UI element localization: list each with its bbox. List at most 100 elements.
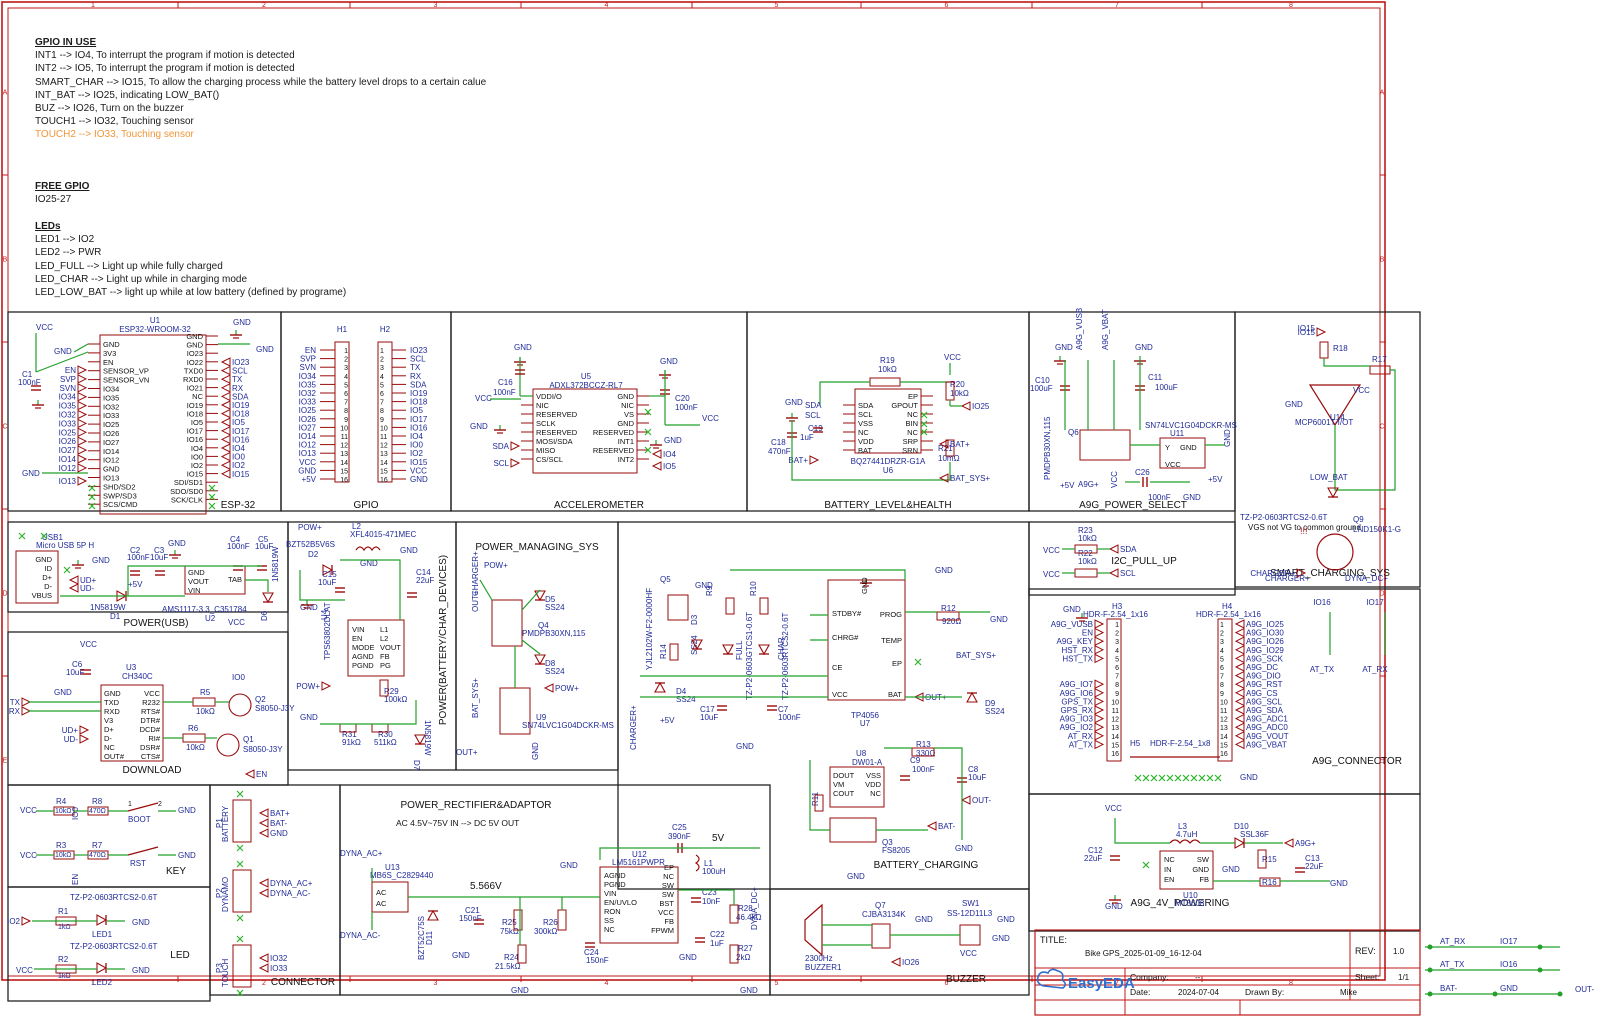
- diode: [1234, 837, 1246, 849]
- junction: [1557, 991, 1563, 997]
- net-label: A9G_IO6: [1060, 689, 1094, 698]
- part-label: SS24: [985, 707, 1005, 716]
- diode-body: [262, 592, 274, 604]
- wire: [1114, 818, 1170, 844]
- net-flag: [809, 455, 820, 465]
- resistor-r15: [1257, 849, 1267, 869]
- ref-label: R31: [342, 730, 357, 739]
- pin-number: 13: [340, 451, 348, 458]
- net-label: A9G_ADC0: [1246, 723, 1288, 732]
- resistor-r26: [557, 909, 567, 931]
- value-label: 10nF: [702, 897, 720, 906]
- pin-name: INT1: [618, 437, 634, 446]
- pin-name: NC: [104, 743, 115, 752]
- net-label: IO13: [59, 477, 77, 486]
- net-label: VCC: [1043, 546, 1060, 555]
- net-label: VCC: [702, 414, 719, 423]
- net-label: GND: [178, 806, 196, 815]
- net-label: GND: [178, 851, 196, 860]
- pin-number: 3: [1115, 639, 1119, 646]
- pin-number: 11: [341, 434, 348, 441]
- grid-row-label: B: [1380, 257, 1385, 264]
- net-flag: [1234, 687, 1245, 698]
- net-label: A9G_VBAT: [1101, 309, 1110, 350]
- pin-name: RXD0: [183, 375, 203, 384]
- esp32-module: U1ESP32-WROOM-32GND3V3ENSENSOR_VPSENSOR_…: [18, 316, 274, 515]
- part-label: SN74LVC1G04DCKR-MS: [1145, 421, 1237, 430]
- resistor-r19: [869, 377, 901, 387]
- grid-col-label: 8: [1289, 980, 1293, 987]
- ref-label: Q1: [243, 735, 254, 744]
- gpio-line: TOUCH1 --> IO32, Touching sensor: [35, 116, 194, 128]
- net-label: GND: [132, 918, 150, 927]
- net-label: A9G_CS: [1246, 689, 1278, 698]
- ref-label: L2: [352, 522, 361, 531]
- ref-label: BOOT: [128, 815, 151, 824]
- company-value: --: [1195, 973, 1201, 982]
- resistor-r11: [814, 794, 824, 812]
- net-flag: [77, 454, 88, 464]
- net-flag: [77, 409, 88, 420]
- pin-number: 6: [344, 391, 348, 398]
- value-label: 10uF: [150, 553, 168, 562]
- net-flag: [1234, 739, 1245, 750]
- pin-name: VOUT: [380, 643, 401, 652]
- pin-name: DOUT: [833, 771, 855, 780]
- net-label: RX: [9, 707, 21, 716]
- grid-col-label: 1: [91, 980, 95, 987]
- pin-name: SCK/CLK: [171, 495, 203, 504]
- pin-name: VSS: [866, 771, 881, 780]
- ref-label: RST: [130, 859, 146, 868]
- ref-label: U5: [581, 372, 592, 381]
- inductor-l2: [355, 546, 381, 552]
- rectifier-subtitle: AC 4.5V~75V IN --> DC 5V OUT: [396, 818, 519, 828]
- pin-number: 3: [1220, 639, 1224, 646]
- value-label: 10uF: [968, 773, 986, 782]
- net-label: POW+: [298, 523, 322, 532]
- net-flag: [1094, 619, 1105, 629]
- net-flag: [1094, 679, 1105, 690]
- value-label: 1uF: [710, 939, 724, 948]
- grid-col-label: 2: [262, 980, 266, 987]
- pin-name: STDBY#: [832, 609, 862, 618]
- pin-number: 15: [380, 468, 388, 475]
- pin-name: PG: [380, 661, 391, 670]
- value-label: 100uH: [702, 867, 726, 876]
- ref-label: C24: [584, 948, 599, 957]
- pin-name: VBUS: [32, 591, 52, 600]
- net-label: SDA: [410, 380, 427, 389]
- part-label: S8050-J3Y: [255, 704, 295, 713]
- value-label: 100nF: [127, 553, 150, 562]
- net-label: POW+: [555, 684, 579, 693]
- value-label: 470nF: [768, 447, 791, 456]
- net-label: IO17: [232, 427, 250, 436]
- wire: [245, 579, 269, 592]
- value-label: 10kΩ: [196, 707, 215, 716]
- pin-number: 1: [380, 348, 384, 355]
- outer-border: [1, 1, 1386, 981]
- net-label: SCL: [410, 355, 426, 364]
- net-label: GND: [1183, 493, 1201, 502]
- net-label: IO27: [299, 423, 317, 432]
- pin-number: 14: [1220, 734, 1228, 741]
- ref-label: U1: [150, 316, 161, 325]
- net-label: BAT_SYS+: [471, 678, 480, 718]
- part-label: MT3608: [1175, 899, 1205, 908]
- pin-number: 1: [128, 801, 132, 808]
- pin-name: D-: [44, 582, 52, 591]
- ref-label: Q2: [255, 695, 266, 704]
- grid-col-label: 6: [945, 2, 949, 9]
- net-label: EN: [256, 770, 267, 779]
- pin-name: VM: [833, 780, 844, 789]
- pin-number: 4: [1220, 648, 1224, 655]
- pin-name: D+: [104, 725, 114, 734]
- ref-label: P1: [215, 818, 224, 828]
- pin-name: PGND: [604, 880, 626, 889]
- net-label: GND: [915, 915, 933, 924]
- net-label: IO17: [410, 415, 428, 424]
- leds-heading: LEDs: [35, 221, 61, 233]
- pin-name: D+: [42, 573, 52, 582]
